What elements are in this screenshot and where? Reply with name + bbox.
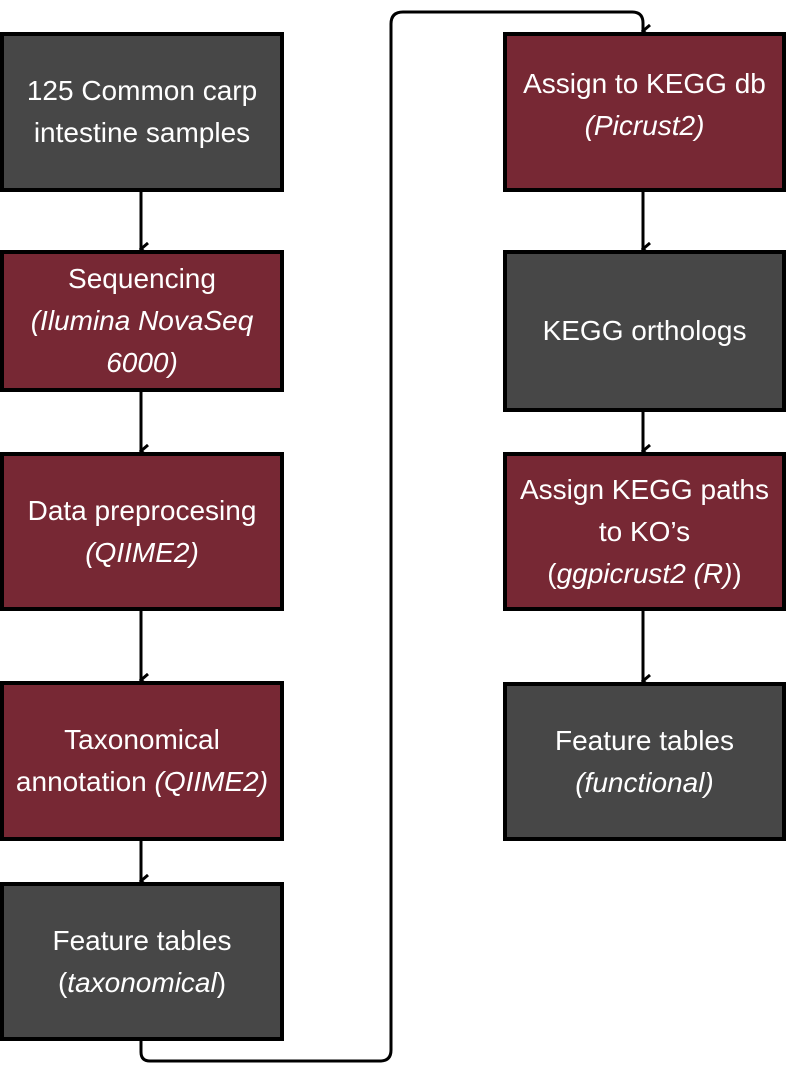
- node-feature-tables-tax-sub: (taxonomical): [58, 962, 226, 1004]
- node-taxonomical-annotation: Taxonomical annotation (QIIME2): [0, 681, 284, 841]
- node-feature-tables-tax-title: Feature tables: [52, 924, 232, 956]
- node-assign-paths-tool: ggpicrust2 (R): [556, 557, 733, 589]
- node-feature-tables-tax-tool: taxonomical: [67, 966, 217, 998]
- node-assign-paths-sub: (ggpicrust2 (R)): [547, 553, 742, 595]
- node-assign-paths-line1: Assign KEGG paths: [519, 473, 769, 505]
- paren-open: (: [547, 557, 557, 589]
- node-preprocessing-tool: (QIIME2): [85, 536, 199, 568]
- node-taxonomical-line2: annotation (QIIME2): [16, 761, 268, 803]
- node-samples-line1: 125 Common carp: [26, 75, 258, 106]
- node-feature-tables-func-title: Feature tables: [555, 724, 734, 756]
- paren-open: (: [57, 966, 68, 998]
- node-kegg-orthologs-title: KEGG orthologs: [542, 315, 747, 346]
- node-sequencing-title: Sequencing: [68, 263, 216, 294]
- node-taxonomical-tool: (QIIME2): [154, 766, 269, 797]
- node-assign-kegg-paths: Assign KEGG paths to KO’s (ggpicrust2 (R…: [503, 452, 786, 611]
- arrow-feature-tables-to-kegg-db: [139, 10, 643, 1063]
- node-feature-tables-func-tool: (functional): [575, 766, 714, 798]
- node-sequencing-tool: (Ilumina NovaSeq 6000): [30, 305, 254, 378]
- node-samples-line2: intestine samples: [33, 117, 251, 148]
- paren-close: ): [216, 966, 227, 998]
- node-assign-kegg-tool: (Picrust2): [584, 110, 705, 141]
- node-sequencing: Sequencing (Ilumina NovaSeq 6000): [0, 250, 284, 392]
- node-feature-tables-functional: Feature tables (functional): [503, 682, 786, 841]
- node-taxonomical-line2-text: annotation: [15, 766, 155, 797]
- node-samples: 125 Common carp intestine samples: [0, 32, 284, 192]
- node-preprocessing: Data preprocesing (QIIME2): [0, 452, 284, 611]
- node-assign-paths-line2: to KO’s: [598, 515, 691, 547]
- node-assign-kegg-title: Assign to KEGG db: [523, 68, 766, 99]
- node-feature-tables-taxonomical: Feature tables (taxonomical): [0, 882, 284, 1041]
- node-taxonomical-title: Taxonomical: [64, 724, 220, 755]
- node-assign-kegg-db: Assign to KEGG db (Picrust2): [503, 32, 786, 192]
- paren-close: ): [732, 557, 742, 589]
- node-preprocessing-title: Data preprocesing: [27, 494, 257, 526]
- node-kegg-orthologs: KEGG orthologs: [503, 250, 786, 412]
